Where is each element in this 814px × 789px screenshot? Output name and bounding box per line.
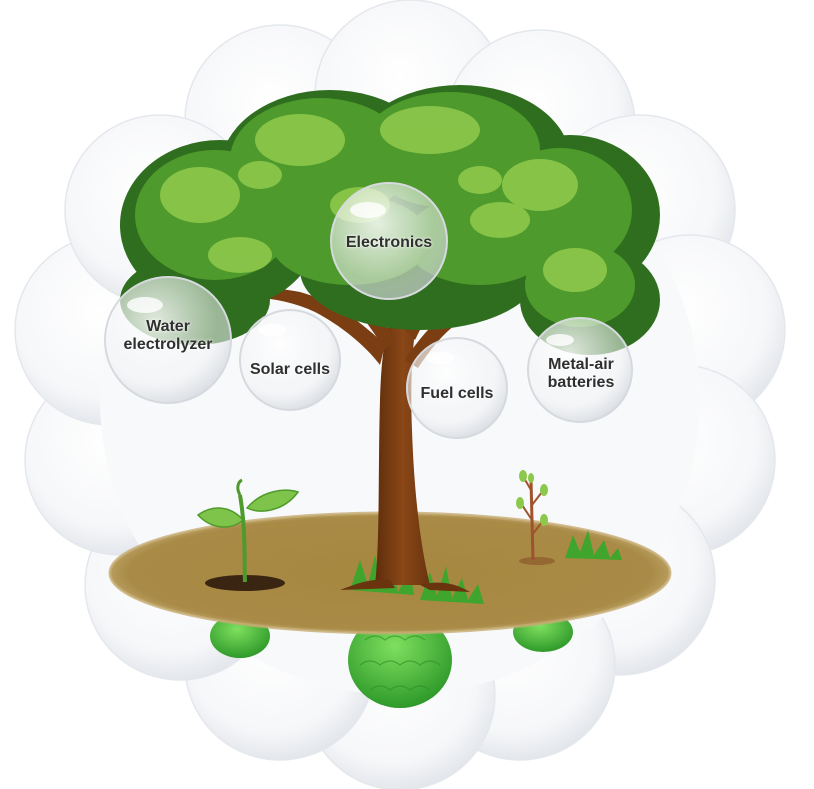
bubble-water-electrolyzer: [104, 276, 232, 404]
bubble-metal-air-batteries: [527, 317, 633, 423]
bushes-under-ground: [210, 612, 573, 708]
bubble-electronics: [330, 182, 448, 300]
sapling-icon: [516, 470, 555, 565]
bubble-fuel-cells: [406, 337, 508, 439]
bubbles: [104, 182, 633, 439]
bubble-solar-cells: [239, 309, 341, 411]
sprout-icon: [196, 478, 300, 583]
